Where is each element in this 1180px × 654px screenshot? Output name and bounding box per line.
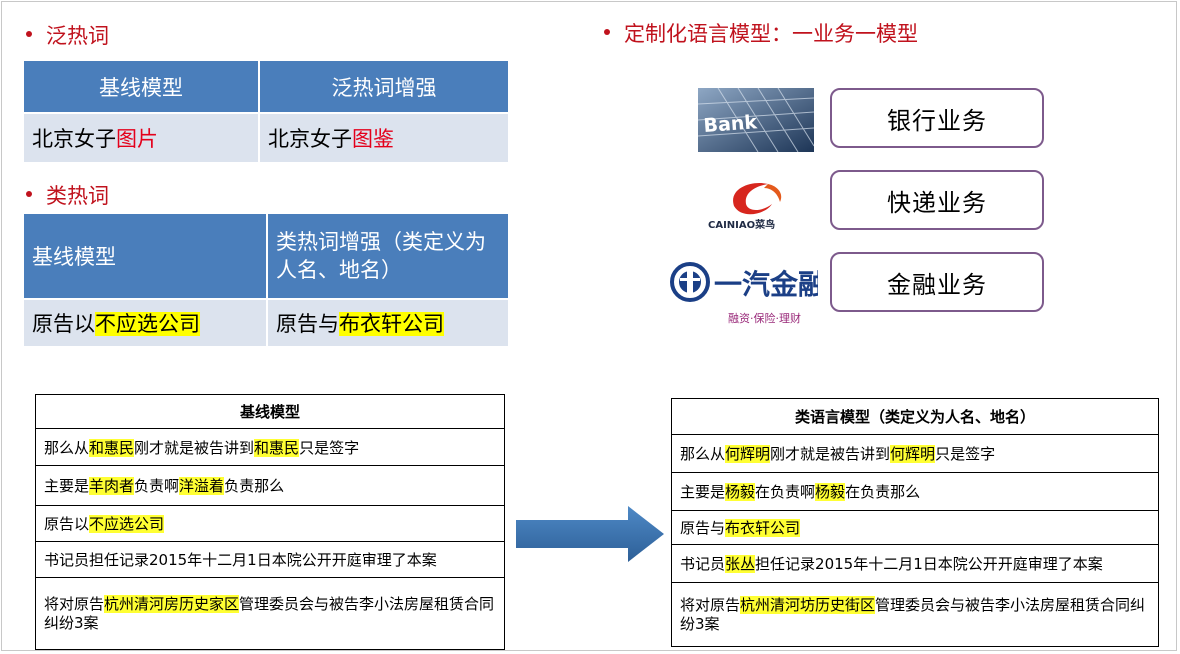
transcript-text: 将对原告 — [44, 594, 105, 613]
highlighted-term: 杨毅 — [815, 483, 846, 501]
highlighted-term: 张丛 — [725, 555, 756, 573]
transcript-text: 刚才就是被告讲到 — [134, 438, 255, 457]
transcript-text: 那么从 — [44, 438, 90, 457]
transcript-text: 原告与 — [680, 519, 726, 537]
transcript-text: 原告以 — [44, 515, 90, 533]
transcript-text: 在负责啊 — [755, 483, 816, 501]
class-row: 原告与布衣轩公司 — [671, 510, 1159, 545]
finance-logo-subtext: 融资·保险·理财 — [728, 311, 801, 325]
class-row: 那么从何辉明刚才就是被告讲到何辉明只是签字 — [671, 434, 1159, 473]
transcript-text: 刚才就是被告讲到 — [770, 445, 891, 463]
table2-header-enhanced: 类热词增强（类定义为人名、地名） — [266, 212, 510, 300]
heading-class-hotwords: 类热词 — [26, 180, 109, 210]
transcript-text: 主要是 — [44, 477, 90, 495]
highlighted-term: 杨毅 — [725, 483, 756, 501]
generic-hotword-table: 基线模型 泛热词增强 北京女子图片 北京女子图鉴 — [22, 59, 510, 164]
baseline-row: 原告以不应选公司 — [35, 505, 505, 542]
table1-header-baseline: 基线模型 — [22, 59, 260, 114]
baseline-box-title: 基线模型 — [35, 394, 505, 429]
transcript-text: 管理委员会与被告李小法房屋租赁合同纠纷3案 — [680, 595, 1146, 633]
transcript-text: 担任记录2015年十二月1日本院公开开庭审理了本案 — [755, 555, 1103, 573]
class-row: 书记员张丛担任记录2015年十二月1日本院公开开庭审理了本案 — [671, 544, 1159, 583]
heading-generic-hotwords: 泛热词 — [26, 20, 109, 50]
business-finance: 金融业务 — [830, 252, 1044, 312]
table2-header-baseline: 基线模型 — [22, 212, 268, 300]
class-row: 将对原告杭州清河坊历史街区管理委员会与被告李小法房屋租赁合同纠纷3案 — [671, 582, 1159, 647]
highlighted-term: 何辉明 — [890, 445, 936, 463]
transcript-text: 管理委员会与被告李小法房屋租赁合同纠纷3案 — [44, 594, 495, 632]
bullet-icon — [26, 31, 32, 37]
highlighted-term: 杭州清河房历史家区 — [104, 594, 240, 613]
table2-cell-baseline: 原告以不应选公司 — [22, 298, 268, 348]
highlighted-term: 羊肉者 — [89, 477, 135, 495]
baseline-model-box: 基线模型 那么从和惠民刚才就是被告讲到和惠民只是签字 主要是羊肉者负责啊洋溢着负… — [35, 394, 505, 650]
baseline-row: 书记员担任记录2015年十二月1日本院公开开庭审理了本案 — [35, 541, 505, 578]
finance-logo: 一汽金融 融资·保险·理财 — [668, 256, 826, 328]
class-model-box: 类语言模型（类定义为人名、地名） 那么从何辉明刚才就是被告讲到何辉明只是签字 主… — [671, 398, 1159, 647]
baseline-row: 主要是羊肉者负责啊洋溢着负责那么 — [35, 465, 505, 506]
class-hotword-table: 基线模型 类热词增强（类定义为人名、地名） 原告以不应选公司 原告与布衣轩公司 — [22, 212, 510, 348]
cainiao-logo-text: CAINIAO菜鸟 — [708, 218, 775, 231]
bank-logo: Bank — [697, 87, 815, 153]
highlighted-term: 和惠民 — [89, 438, 135, 457]
baseline-row: 将对原告杭州清河房历史家区管理委员会与被告李小法房屋租赁合同纠纷3案 — [35, 577, 505, 650]
transcript-text: 那么从 — [680, 445, 726, 463]
table1-header-enhanced: 泛热词增强 — [258, 59, 510, 114]
finance-logo-text: 一汽金融 — [714, 268, 818, 301]
bank-logo-text: Bank — [703, 111, 758, 137]
transcript-text: 负责啊 — [134, 477, 180, 495]
transcript-text: 主要是 — [680, 483, 726, 501]
class-row: 主要是杨毅在负责啊杨毅在负责那么 — [671, 472, 1159, 511]
baseline-row: 那么从和惠民刚才就是被告讲到和惠民只是签字 — [35, 428, 505, 466]
highlighted-term: 布衣轩公司 — [725, 519, 801, 537]
right-arrow-icon — [516, 506, 664, 562]
transcript-text: 只是签字 — [299, 438, 360, 457]
transcript-text: 将对原告 — [680, 595, 741, 614]
class-box-title: 类语言模型（类定义为人名、地名） — [671, 398, 1159, 435]
transcript-text: 书记员担任记录2015年十二月1日本院公开开庭审理了本案 — [44, 551, 437, 569]
highlighted-term: 何辉明 — [725, 445, 771, 463]
highlighted-term: 不应选公司 — [89, 515, 165, 533]
business-bank: 银行业务 — [830, 88, 1044, 148]
transcript-text: 书记员 — [680, 555, 726, 573]
table2-cell-enhanced: 原告与布衣轩公司 — [266, 298, 510, 348]
table1-cell-enhanced: 北京女子图鉴 — [258, 112, 510, 164]
cainiao-logo: CAINIAO菜鸟 — [706, 176, 808, 232]
transcript-text: 在负责那么 — [845, 483, 921, 501]
heading-custom-lm: 定制化语言模型：一业务一模型 — [604, 18, 918, 48]
transcript-text: 负责那么 — [224, 477, 285, 495]
table1-cell-baseline: 北京女子图片 — [22, 112, 260, 164]
bullet-icon — [26, 191, 32, 197]
highlighted-term: 和惠民 — [254, 438, 300, 457]
transcript-text: 只是签字 — [935, 445, 996, 463]
highlighted-term: 洋溢着 — [179, 477, 225, 495]
highlighted-term: 杭州清河坊历史街区 — [740, 595, 876, 614]
business-express: 快递业务 — [830, 170, 1044, 230]
bullet-icon — [604, 29, 610, 35]
